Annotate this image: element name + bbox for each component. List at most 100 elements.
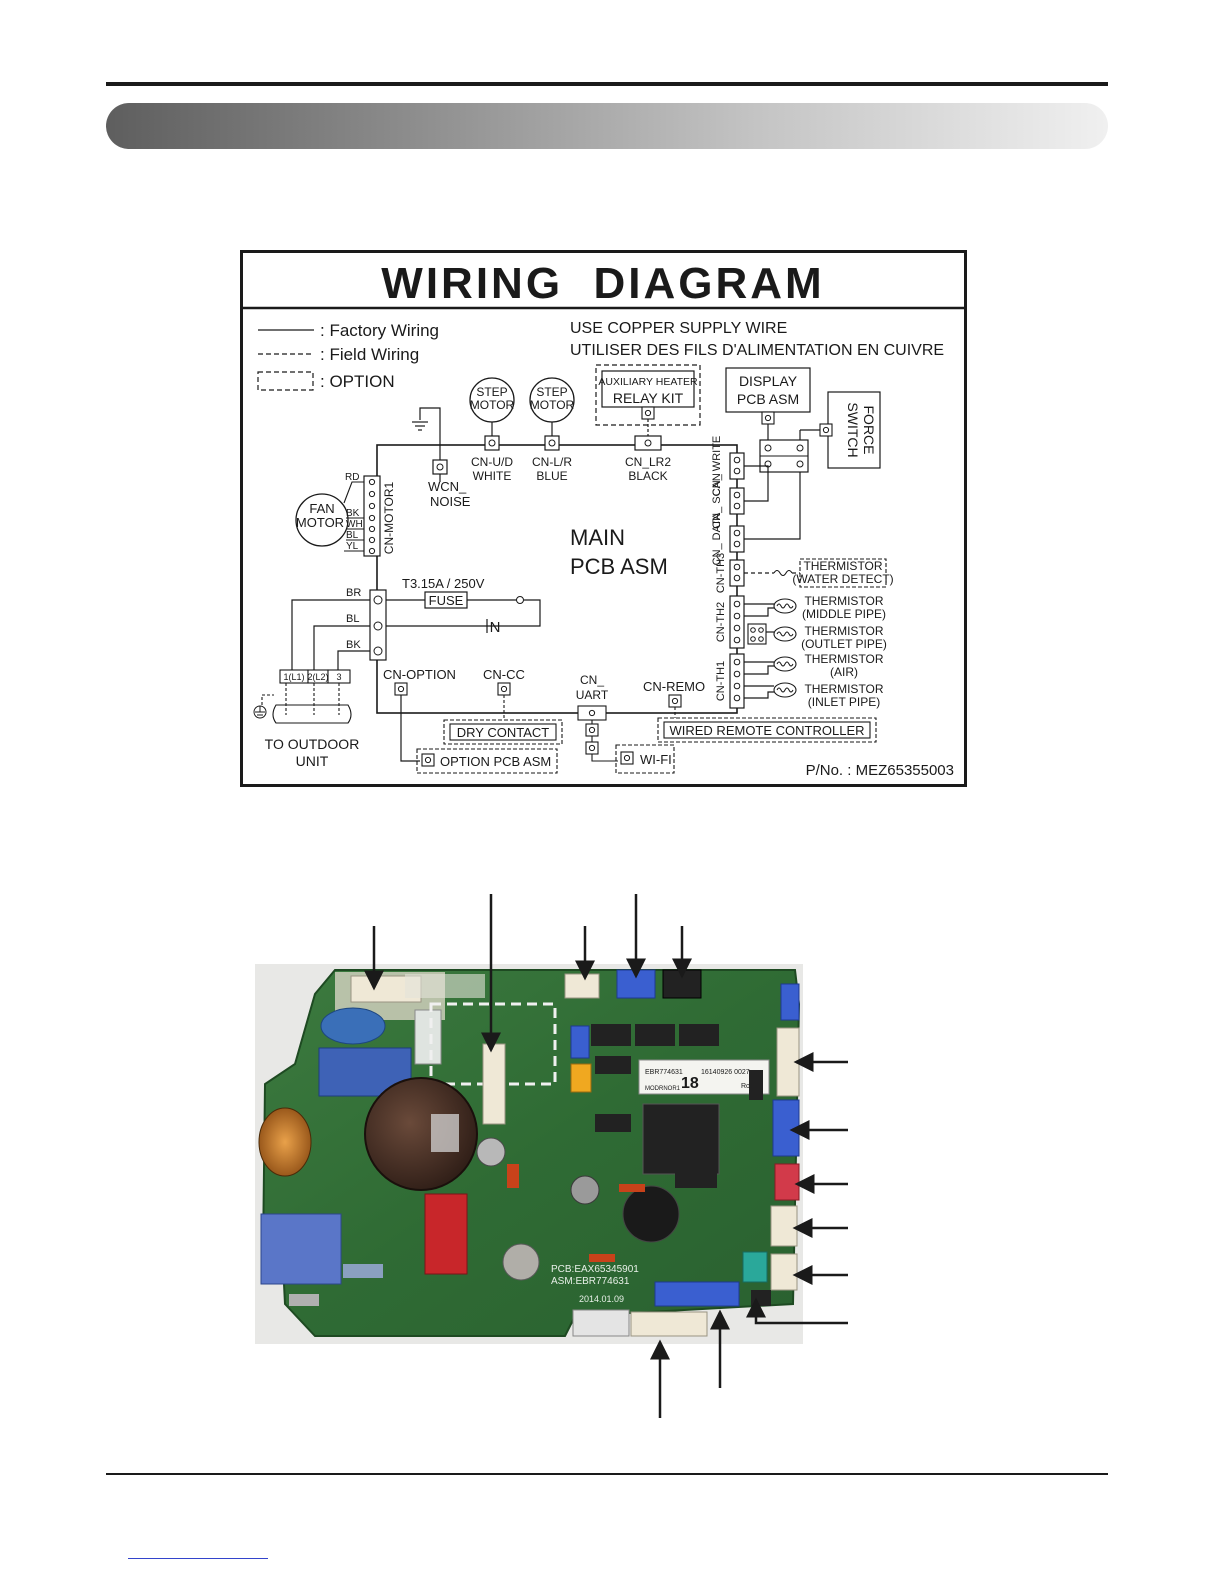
- thermistor-outlet-label: THERMISTOR: [804, 624, 883, 638]
- wired-remote-label: WIRED REMOTE CONTROLLER: [669, 723, 864, 738]
- display-pcb-label: DISPLAY: [739, 373, 798, 389]
- step-motor-2-label-2: MOTOR: [530, 398, 575, 412]
- wifi-label: WI-FI: [640, 752, 672, 767]
- cn-uart-connector: [654, 1281, 740, 1307]
- header-rule: [106, 82, 1108, 86]
- cn-lr-color: BLUE: [536, 469, 567, 483]
- cn-th2-label: CN-TH2: [715, 602, 727, 642]
- notice-copper-fr: UTILISER DES FILS D'ALIMENTATION EN CUIV…: [570, 342, 944, 359]
- terminal-3: 3: [336, 672, 341, 682]
- wire-bk: BK: [346, 508, 360, 519]
- wcn-noise-label-2: NOISE: [430, 494, 471, 509]
- option-pcb-label: OPTION PCB ASM: [440, 754, 551, 769]
- wire-yl: YL: [346, 541, 359, 552]
- wire-bl-power: BL: [346, 613, 359, 625]
- aux-heater-label: AUXILIARY HEATER: [598, 376, 698, 388]
- thermistor-middle-label: THERMISTOR: [804, 594, 883, 608]
- neutral-label: N: [490, 619, 501, 636]
- main-pcb-label-1: MAIN: [570, 525, 625, 550]
- cn-cc-connector: [630, 1311, 708, 1337]
- cn-th3-connector: [780, 983, 800, 1021]
- label-sticker: [638, 1059, 770, 1095]
- sticker-text-3: 16140926 0027: [701, 1069, 750, 1076]
- terminal-2: 2(L2): [307, 672, 328, 682]
- cn-write-connector: [770, 1253, 798, 1291]
- thermistor-outlet-pipe: THERMISTOR (OUTLET PIPE): [747, 623, 887, 651]
- fuse-label: FUSE: [429, 593, 464, 608]
- sticker-text-1: EBR774631: [645, 1069, 683, 1076]
- ground-icon-outdoor: [253, 705, 267, 719]
- main-capacitor: [364, 1077, 478, 1191]
- legend-field-wiring: : Field Wiring: [320, 345, 419, 364]
- footer-link-underline: [128, 1558, 268, 1559]
- sticker-text-4: MODRNOR1: [645, 1086, 681, 1092]
- cn-data-label: CN_ DATA: [711, 512, 723, 565]
- notice-copper-en: USE COPPER SUPPLY WIRE: [570, 320, 787, 337]
- cn-ud-color: WHITE: [473, 469, 512, 483]
- cn-th2-connector: [776, 1027, 800, 1097]
- cn-lr2-label: CN_LR2: [625, 455, 671, 469]
- cn-lr2-connector: [662, 969, 702, 999]
- cn-uart-label-2: UART: [576, 688, 609, 702]
- part-number: P/No. : MEZ65355003: [806, 762, 954, 779]
- display-pcb-label-2: PCB ASM: [737, 391, 799, 407]
- field-wiring-outdoor: [261, 683, 352, 724]
- diagram-title: WIRING DIAGRAM: [381, 259, 824, 308]
- fan-motor-label: FAN: [309, 501, 334, 516]
- thermistor-air-label: THERMISTOR: [804, 652, 883, 666]
- cn-scan-label: CN_ SCAN: [711, 473, 723, 529]
- thermistor-middle-label-2: (MIDDLE PIPE): [802, 607, 886, 621]
- cn-th1-connector: [772, 1099, 800, 1157]
- wifi-box: [615, 744, 675, 774]
- thermistor-outlet-label-2: (OUTLET PIPE): [801, 637, 887, 651]
- ground-icon: [412, 421, 428, 431]
- step-motor-1-label-2: MOTOR: [470, 398, 515, 412]
- mcu-chip: [642, 1103, 720, 1175]
- cn-cc-label: CN-CC: [483, 667, 525, 682]
- step-motor-1-label: STEP: [476, 385, 507, 399]
- force-switch-label-2: SWITCH: [845, 402, 861, 457]
- pcb-text-3: 2014.01.09: [579, 1294, 624, 1304]
- outdoor-label: TO OUTDOOR: [265, 736, 360, 752]
- wiring-diagram: WIRING DIAGRAM : Factory Wiring : Field …: [240, 250, 967, 787]
- pcb-text-2: ASM:EBR774631: [551, 1276, 630, 1287]
- cn-ud-label: CN-U/D: [471, 455, 513, 469]
- step-motor-2-label: STEP: [536, 385, 567, 399]
- cn-motor-connector: [482, 1043, 506, 1125]
- fan-motor: [295, 493, 349, 547]
- motor-wire-labels: RD BK WH BL YL: [343, 472, 364, 552]
- section-banner: [106, 103, 1108, 149]
- thermistor-water-label-2: (WATER DETECT): [792, 572, 893, 586]
- dry-contact-label: DRY CONTACT: [457, 725, 550, 740]
- cn-th3-label: CN-TH3: [715, 553, 727, 593]
- thermistor-inlet-label-2: (INLET PIPE): [808, 695, 880, 709]
- main-pcb-label-2: PCB ASM: [570, 554, 668, 579]
- cn-th1-label: CN-TH1: [715, 661, 727, 701]
- fuse-rating: T3.15A / 250V: [402, 576, 485, 591]
- thermistor-air-label-2: (AIR): [830, 665, 858, 679]
- wcn-noise-label: WCN_: [428, 479, 467, 494]
- cn-option-connector: [572, 1309, 630, 1337]
- outdoor-label-2: UNIT: [296, 753, 329, 769]
- cn-motor1-label: CN-MOTOR1: [382, 481, 396, 554]
- force-switch-label: FORCE: [861, 406, 877, 455]
- cn-remo-label: CN-REMO: [643, 679, 705, 694]
- thermistor-water-detect: THERMISTOR (WATER DETECT): [744, 558, 894, 588]
- pcb-photo: EBR774631 18 16140926 0027 MODRNOR1 RoHS…: [255, 964, 803, 1344]
- wire-bk-power: BK: [346, 639, 361, 651]
- pcb-text-1: PCB:EAX65345901: [551, 1264, 639, 1275]
- cn-lr2-color: BLACK: [628, 469, 667, 483]
- cn-data-connector: [774, 1163, 800, 1201]
- choke-coil: [258, 1107, 312, 1177]
- right-connector-strip: [729, 452, 745, 709]
- option-pcb-box: [416, 748, 558, 774]
- thermistor-air: THERMISTOR (AIR): [744, 652, 884, 679]
- cn-write-label: CN_ WRITE: [711, 436, 723, 497]
- wire-rd: RD: [345, 472, 359, 483]
- cn-lr-label: CN-L/R: [532, 455, 572, 469]
- legend-factory-wiring: : Factory Wiring: [320, 321, 439, 340]
- terminal-1: 1(L1): [283, 672, 304, 682]
- outdoor-terminal-block: 1(L1) 2(L2) 3: [279, 669, 351, 684]
- legend-option: : OPTION: [320, 372, 395, 391]
